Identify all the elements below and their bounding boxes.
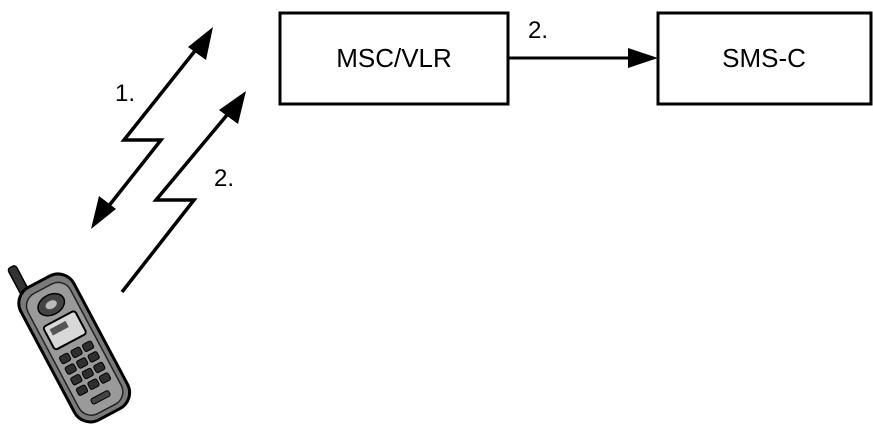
radio-link-1-arrowhead-bottom [91,196,116,229]
sms-c-box [656,11,873,106]
sms-c-label: SMS-C [722,43,806,73]
msc-vlr-node: MSC/VLR [278,11,510,106]
sms-c-node: SMS-C [656,11,873,106]
radio-link-2-step-label: 2. [214,165,234,192]
msc-vlr-box [278,11,510,106]
msc-to-smsc-edge: 2. [508,17,658,68]
radio-link-2-arrowhead [219,91,246,124]
radio-link-2: 2. [120,91,246,294]
msc-to-smsc-arrowhead [628,48,658,68]
mobile-phone-icon [7,265,132,424]
radio-link-1: 1. [91,27,213,229]
radio-link-1-step-label: 1. [115,80,135,107]
radio-link-1-line [102,40,204,214]
msc-to-smsc-step-label: 2. [528,17,548,44]
radio-link-2-line [120,107,234,294]
msc-vlr-label: MSC/VLR [336,43,452,73]
radio-link-1-arrowhead-top [188,27,213,60]
